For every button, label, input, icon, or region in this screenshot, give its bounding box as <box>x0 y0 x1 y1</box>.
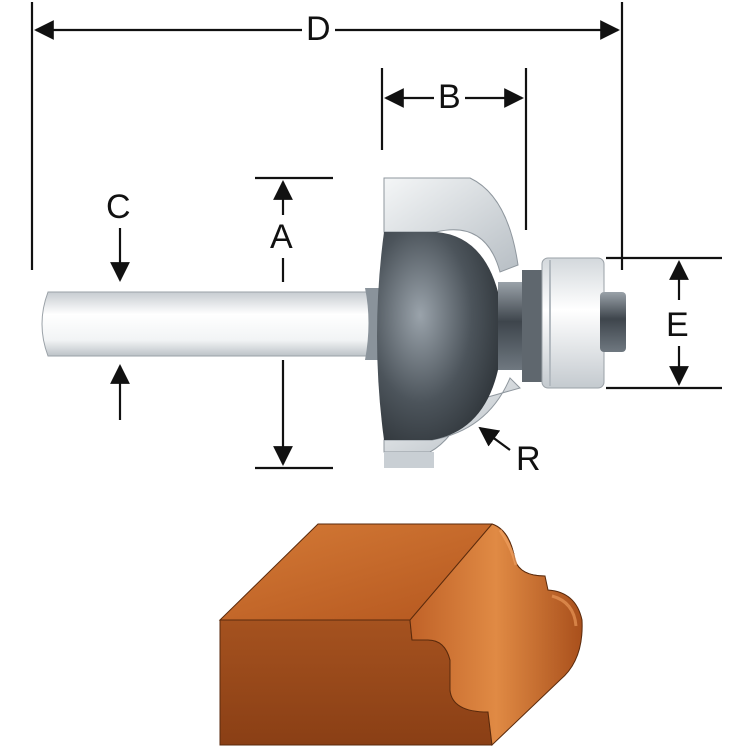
dimension-lines <box>30 2 722 470</box>
shank <box>41 291 373 357</box>
wood-cove-highlight <box>498 529 518 566</box>
carbide-base <box>384 452 434 468</box>
dimension-label-r: R <box>516 440 541 478</box>
cutter-body <box>377 232 500 440</box>
dimension-label-c: C <box>106 188 131 226</box>
wood-profile-sample <box>218 523 583 747</box>
router-bit <box>41 177 626 468</box>
dimension-label-d: D <box>302 12 335 46</box>
dimension-label-e: E <box>666 306 689 344</box>
bearing-screw <box>600 292 626 352</box>
arbor-step <box>522 270 544 382</box>
wood-bead-highlight <box>551 594 578 627</box>
dimension-label-a: A <box>270 218 293 256</box>
bearing <box>541 257 605 389</box>
r-leader <box>478 426 511 451</box>
carbide-cutter-top <box>383 177 519 273</box>
carbide-cutter-bottom <box>383 377 521 453</box>
dimension-label-b: B <box>434 80 465 114</box>
